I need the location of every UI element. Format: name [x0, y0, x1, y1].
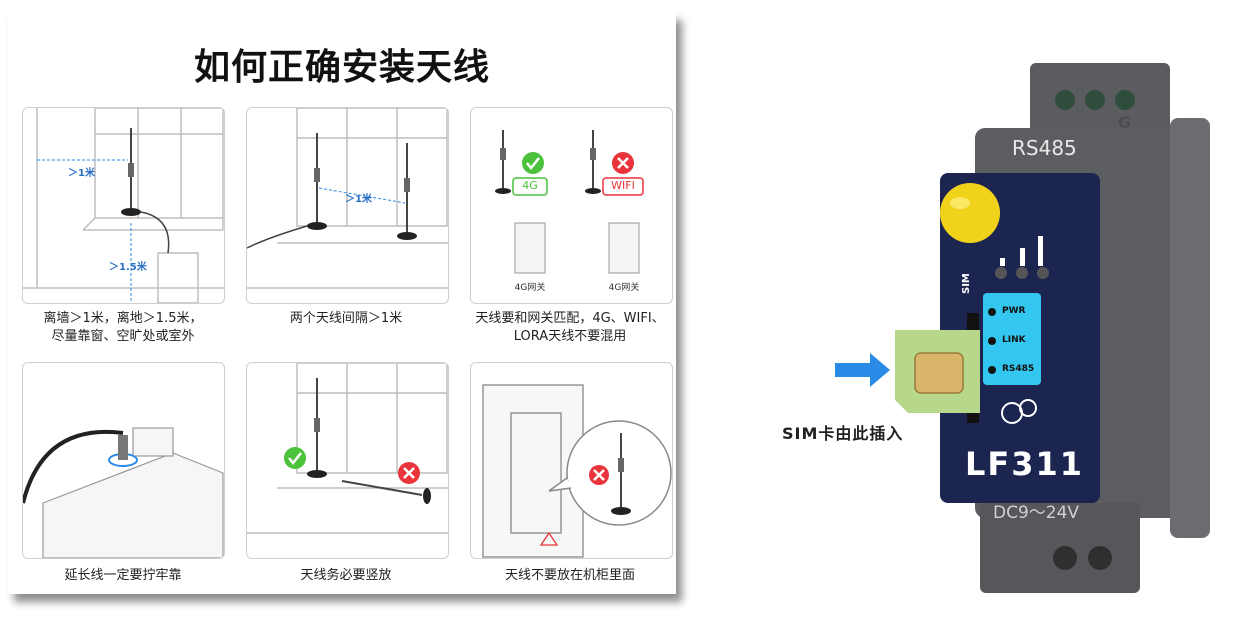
gateway-left-label: 4G网关: [514, 283, 546, 293]
panel-4-caption: 延长线一定要拧牢靠: [8, 567, 238, 585]
panel-vertical-placement: [246, 362, 449, 559]
sim-slot-label: SIM: [961, 273, 972, 294]
antenna-match-illustration: [495, 130, 644, 274]
vertical-placement-illustration: [247, 363, 448, 534]
antenna-spacing-illustration: [247, 108, 448, 289]
panel-3-caption-line-1: 天线要和网关匹配，4G、WIFI、: [475, 311, 665, 326]
bad-antenna-tag: WIFI: [611, 179, 635, 192]
extension-cable-illustration: [23, 427, 224, 558]
panel-2-caption: 两个天线间隔＞1米: [231, 310, 461, 328]
rs485-led-label: RS485: [1002, 364, 1035, 374]
model-label: LF311: [965, 445, 1085, 483]
panel-3-caption-line-2: LORA天线不要混用: [513, 329, 627, 344]
panel-cabinet: [470, 362, 673, 559]
panel-wall-distance: ＞1米 ＞1.5米: [22, 107, 225, 304]
cabinet-illustration: [482, 384, 672, 558]
pwr-led-label: PWR: [1002, 306, 1026, 316]
panel-6-caption-line-1: 天线不要放在机柜里面: [504, 568, 635, 583]
panel-extension-cable: [22, 362, 225, 559]
panel-4-caption-line-1: 延长线一定要拧牢靠: [64, 568, 182, 583]
panel-1-caption: 离墙＞1米，离地＞1.5米， 尽量靠窗、空旷处或室外: [8, 310, 238, 346]
guide-title: 如何正确安装天线: [193, 47, 490, 88]
wall-distance-illustration: [23, 108, 224, 303]
gateway-device-illustration: [835, 63, 1210, 593]
gateway-right-label: 4G网关: [608, 283, 640, 293]
panel-2-caption-line-1: 两个天线间隔＞1米: [289, 311, 403, 326]
good-antenna-tag: 4G: [522, 179, 538, 192]
panel-1-caption-line-2: 尽量靠窗、空旷处或室外: [51, 329, 195, 344]
terminal-g-label: G: [1118, 113, 1132, 132]
panel-5-caption: 天线务必要竖放: [231, 567, 461, 585]
panel-3-caption: 天线要和网关匹配，4G、WIFI、 LORA天线不要混用: [455, 310, 685, 346]
power-rating-label: DC9～24V: [993, 503, 1080, 523]
wall-distance-label: ＞1米: [68, 168, 95, 179]
panel-5-caption-line-1: 天线务必要竖放: [300, 568, 392, 583]
antenna-spacing-label: ＞1米: [345, 194, 372, 205]
panel-1-caption-line-1: 离墙＞1米，离地＞1.5米，: [43, 311, 203, 326]
check-icon: [522, 152, 544, 174]
rs485-port-label: RS485: [1012, 136, 1077, 160]
ground-distance-label: ＞1.5米: [109, 262, 147, 273]
installation-guide-sheet: 如何正确安装天线 ＞1米 ＞1.5米 离墙＞1米，离地＞1.5米，: [8, 12, 676, 594]
check-icon: [284, 447, 306, 469]
panel-6-caption: 天线不要放在机柜里面: [455, 567, 685, 585]
panel-antenna-spacing: ＞1米: [246, 107, 449, 304]
sim-insert-instruction: SIM卡由此插入: [782, 424, 904, 443]
link-led-label: LINK: [1002, 335, 1026, 345]
gateway-device: RS485 G PWR LINK RS485 SIM LF311 DC9～24V…: [780, 8, 1247, 621]
panel-antenna-match: 4G WIFI 4G网关 4G网关: [470, 107, 673, 304]
